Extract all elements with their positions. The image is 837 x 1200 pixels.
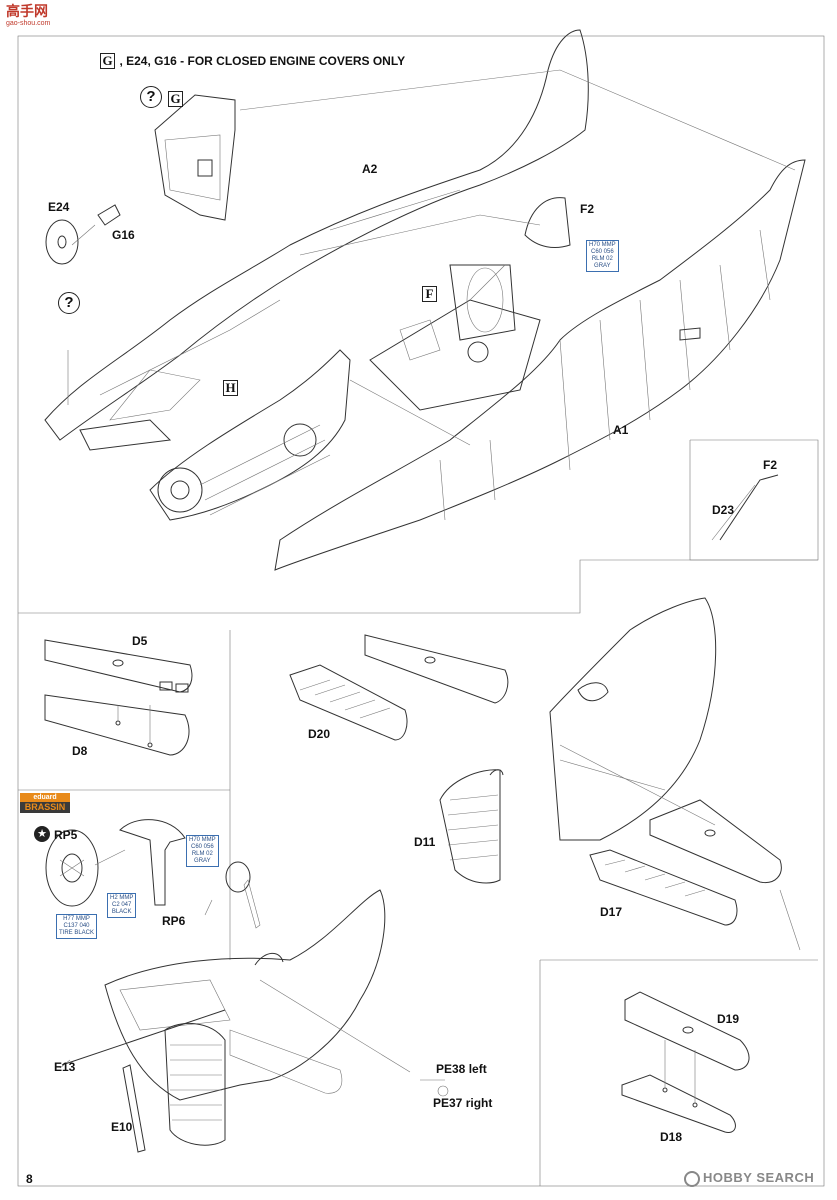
chip-line: RLM 02 (591, 256, 613, 262)
wing-assembly-lower (104, 889, 411, 1146)
chip-line: H70 MMP (589, 242, 616, 248)
elevator-d17 (589, 849, 738, 926)
engine-h (149, 349, 351, 521)
windshield-f2 (524, 197, 571, 248)
brassin-badge-bottom: BRASSIN (20, 802, 70, 813)
label-d11: D11 (414, 835, 436, 849)
page-number: 8 (26, 1172, 33, 1186)
cockpit-tub-f (369, 264, 541, 411)
chip-line: BLACK (111, 909, 132, 915)
chip-line: C2 047 (111, 902, 132, 908)
chip-line: C137 040 (63, 923, 90, 929)
label-e10: E10 (111, 1120, 133, 1134)
optional-mark-g-letter: G (168, 91, 183, 107)
part-g16 (97, 204, 121, 226)
label-g16: G16 (112, 228, 135, 242)
label-d8: D8 (72, 744, 88, 758)
hobby-search-logo-icon (684, 1170, 700, 1187)
wing-panel-d20-top (364, 634, 509, 704)
color-chip-rp5-hub: H2 MMP C2 047 BLACK (107, 893, 137, 918)
cannon-e10 (122, 1064, 146, 1153)
label-e13: E13 (54, 1060, 76, 1074)
watermark-brand: 高手网 (6, 4, 48, 20)
flap-d18 (621, 1040, 736, 1134)
label-d5: D5 (132, 634, 148, 648)
chip-line: TIRE BLACK (59, 930, 95, 936)
wheel-rp5 (45, 829, 99, 907)
label-d23: D23 (712, 503, 735, 517)
color-chip-rp6-strut: H70 MMP C60 056 RLM 02 GRAY (186, 835, 219, 867)
instrument-panel-g (154, 94, 236, 221)
label-d17: D17 (600, 905, 623, 919)
label-a2: A2 (362, 162, 378, 176)
brassin-badge: eduard BRASSIN (20, 793, 70, 813)
chip-line: RLM 02 (191, 851, 213, 857)
chip-line: C60 056 (190, 844, 214, 850)
fuselage-left-half-a2 (44, 29, 589, 451)
label-d18: D18 (660, 1130, 683, 1144)
label-d19: D19 (717, 1012, 740, 1026)
flap-d5 (44, 639, 193, 693)
rudder-d11 (439, 769, 504, 884)
label-pe38: PE38 left (436, 1062, 487, 1076)
stabilizer-top (649, 799, 782, 884)
chip-line: H2 MMP (110, 895, 134, 901)
label-d20: D20 (308, 727, 331, 741)
brassin-badge-top: eduard (20, 793, 70, 802)
brassin-star-icon: ★ (34, 826, 50, 842)
antenna-e13 (61, 1009, 226, 1066)
flap-d19 (624, 991, 750, 1071)
vertical-fin (549, 597, 717, 841)
watermark-bottom-text: HOBBY SEARCH (703, 1170, 815, 1185)
color-chip-rp5-tire: H77 MMP C137 040 TIRE BLACK (56, 914, 98, 939)
label-rp6: RP6 (162, 914, 186, 928)
fuselage-right-half-a1 (274, 159, 806, 571)
watermark-top-logo: 高手网 gao-shou.com (6, 4, 66, 27)
label-f2: F2 (580, 202, 595, 216)
spinner-plate-e24 (45, 219, 79, 265)
strut-rp6 (119, 819, 186, 906)
aileron-d20 (289, 664, 408, 741)
label-f-box: F (422, 286, 437, 302)
chip-line: GRAY (594, 263, 611, 269)
optional-mark-e24: ? (58, 292, 80, 314)
header-boxed-letter: G (100, 53, 115, 69)
label-a1: A1 (613, 423, 629, 437)
label-h-box: H (223, 380, 238, 396)
watermark-bottom: HOBBY SEARCH (684, 1170, 814, 1187)
label-f2-detail: F2 (763, 458, 778, 472)
label-pe37: PE37 right (433, 1096, 493, 1110)
optional-mark-g: ? (140, 86, 162, 108)
wheel-rp6-small (225, 861, 261, 929)
header-note-text: , E24, G16 - FOR CLOSED ENGINE COVERS ON… (119, 54, 406, 68)
watermark-url: gao-shou.com (6, 20, 51, 27)
chip-line: H70 MMP (189, 837, 216, 843)
chip-line: H77 MMP (63, 916, 90, 922)
color-chip-f2-seat: H70 MMP C60 056 RLM 02 GRAY (586, 240, 619, 272)
label-rp5: RP5 (54, 828, 78, 842)
header-note: G , E24, G16 - FOR CLOSED ENGINE COVERS … (100, 52, 405, 70)
chip-line: GRAY (194, 858, 211, 864)
label-e24: E24 (48, 200, 70, 214)
chip-line: C60 056 (590, 249, 614, 255)
flap-d8 (44, 694, 190, 756)
